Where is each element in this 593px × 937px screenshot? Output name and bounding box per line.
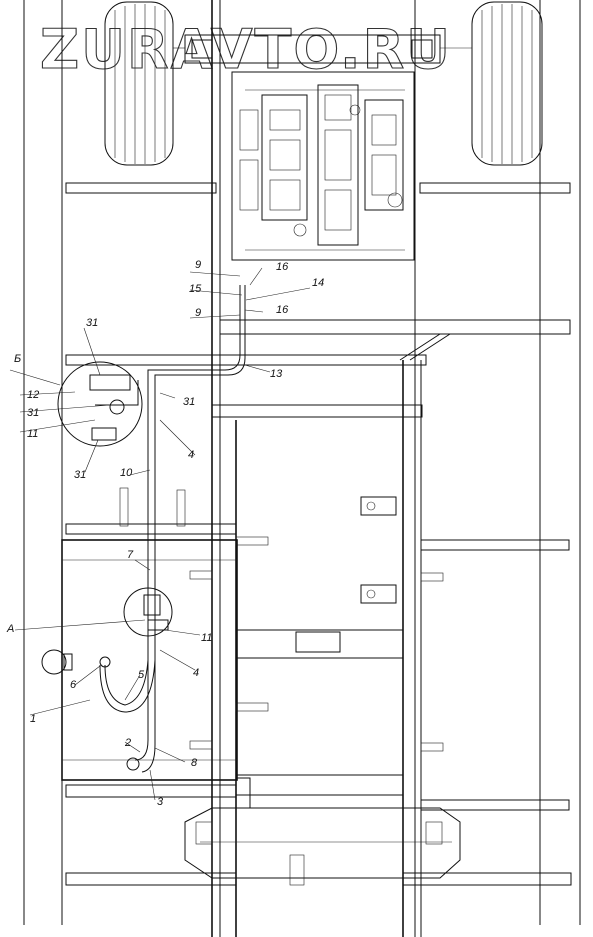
- frame-brackets: [119, 487, 444, 809]
- callout-16-upper: 16: [276, 261, 289, 273]
- callout-10: 10: [120, 467, 133, 479]
- front-right-wheel: [471, 1, 543, 166]
- callout-3: 3: [157, 796, 164, 808]
- callout-4-upper: 4: [188, 449, 194, 461]
- rear-axle-housing: [184, 807, 461, 886]
- callout-13: 13: [270, 368, 283, 380]
- callout-12: 12: [27, 389, 39, 401]
- callout-6: 6: [70, 679, 77, 691]
- fuel-filter-detail-b: [89, 374, 139, 441]
- callout-11-left: 11: [27, 428, 38, 440]
- cross-members: [65, 182, 572, 886]
- callout-31-top: 31: [86, 317, 98, 329]
- callout-2: 2: [124, 737, 131, 749]
- engine-assembly: [231, 71, 415, 261]
- callout-31-bottom: 31: [74, 469, 86, 481]
- callout-5: 5: [138, 669, 145, 681]
- callout-8: 8: [191, 757, 198, 769]
- callout-15: 15: [189, 283, 202, 295]
- callout-9-upper: 9: [195, 259, 201, 271]
- detail-circle-b: [57, 361, 143, 447]
- callout-9-lower: 9: [195, 307, 201, 319]
- callout-7: 7: [127, 549, 134, 561]
- callout-31-mid: 31: [27, 407, 39, 419]
- front-axle: [173, 34, 472, 64]
- fuel-tank: [61, 539, 238, 781]
- callout-11-right: 11: [201, 632, 212, 644]
- callout-detail-a: А: [6, 623, 14, 635]
- inner-frame-rails: [211, 0, 422, 937]
- filler-cap: [41, 649, 73, 675]
- outer-frame-rails: [23, 0, 581, 925]
- front-left-wheel: [104, 1, 174, 166]
- leader-lines: [9, 267, 311, 801]
- fuel-sender: [99, 656, 140, 771]
- callout-14: 14: [312, 277, 324, 289]
- callout-labels: 1 2 3 4 4 5 6 7 8 9 9 10 11 11 12 13 14 …: [6, 259, 324, 808]
- callout-1: 1: [30, 713, 36, 725]
- callout-4-lower: 4: [193, 667, 199, 679]
- watermark: ZURAVTO.RU: [40, 18, 452, 81]
- callout-31-right: 31: [183, 396, 195, 408]
- callout-16-lower: 16: [276, 304, 289, 316]
- fuel-lines: [99, 285, 246, 773]
- callout-detail-b: Б: [14, 353, 21, 365]
- detail-circle-a: [123, 587, 173, 637]
